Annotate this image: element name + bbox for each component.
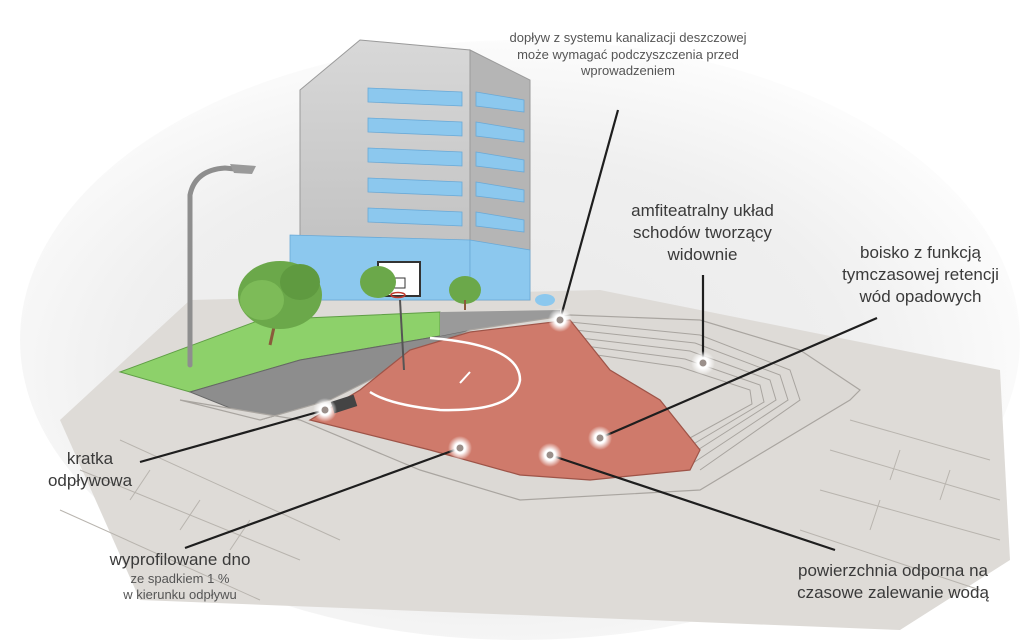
paving-lines bbox=[59, 419, 1001, 601]
label-amphitheatre: amfiteatralny układ schodów tworzący wid… bbox=[631, 201, 774, 264]
label-inflow: dopływ z systemu kanalizacji deszczowej … bbox=[509, 30, 747, 79]
building bbox=[289, 39, 531, 301]
leader-lines bbox=[139, 109, 878, 552]
court-line bbox=[459, 371, 471, 384]
trees bbox=[238, 261, 555, 346]
amphitheatre-steps bbox=[569, 321, 801, 471]
label-court: boisko z funkcją tymczasowej retencji wó… bbox=[842, 243, 999, 306]
callout-dots bbox=[313, 308, 715, 467]
drain-grate bbox=[330, 394, 358, 414]
label-bottom: wyprofilowane dno ze spadkiem 1 % w kier… bbox=[109, 550, 251, 603]
label-surface: powierzchnia odporna na czasowe zalewani… bbox=[797, 561, 989, 602]
court-arc bbox=[369, 336, 522, 412]
street-lamp bbox=[187, 164, 256, 368]
label-grate: kratka odpływowa bbox=[47, 449, 133, 490]
